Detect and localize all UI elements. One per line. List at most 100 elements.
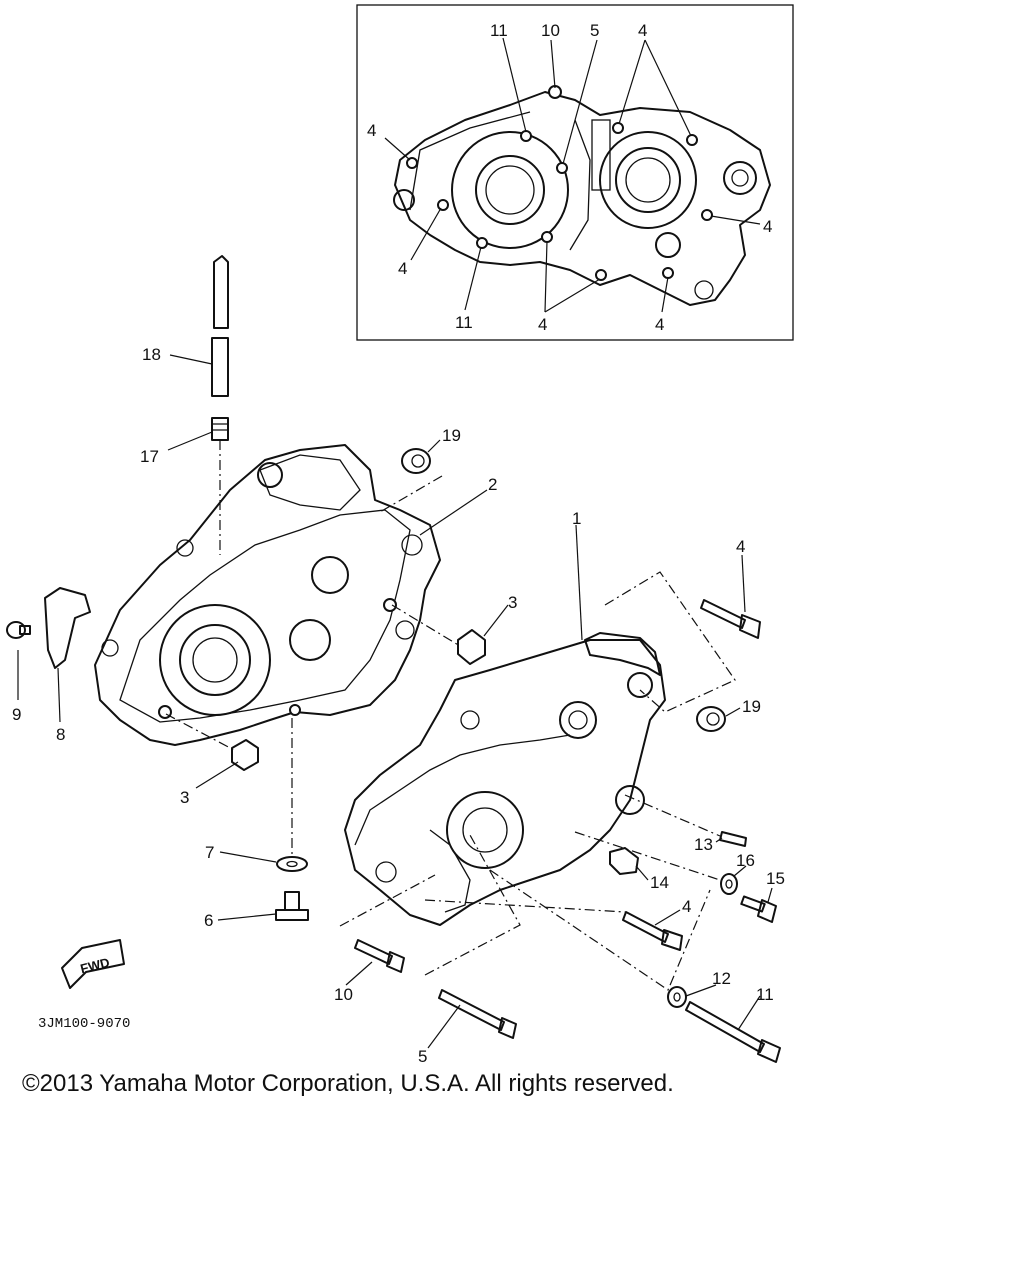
leader-14 xyxy=(635,865,649,881)
left-case-top-cavity xyxy=(259,454,361,511)
part-5-bolt xyxy=(424,834,521,1039)
bolt-10-shank xyxy=(354,939,393,965)
part-13-stud xyxy=(624,794,747,847)
bracket-body xyxy=(44,587,91,669)
right-case-outline xyxy=(344,639,666,926)
bolt-4-upper-boundary xyxy=(604,571,736,713)
bolt-9-head xyxy=(6,621,26,639)
left-case-dowel-3b xyxy=(383,598,397,612)
right-case-hole-top xyxy=(460,710,480,730)
inset-hole-4-left xyxy=(406,157,418,169)
leader-15 xyxy=(767,887,773,903)
left-case-drain-hole xyxy=(289,704,301,716)
right-case-crank-bore xyxy=(446,791,524,869)
leader-12 xyxy=(685,984,717,997)
inset-boss-lower xyxy=(655,232,681,258)
inset-label-4-bottom: 4 xyxy=(538,315,547,334)
leader-10 xyxy=(345,961,373,986)
block-14-body xyxy=(609,847,639,875)
inset-crank-bore-left xyxy=(451,131,569,249)
label-3b: 3 xyxy=(180,788,189,807)
right-case-boss-right xyxy=(615,785,645,815)
label-17: 17 xyxy=(140,447,159,466)
bolt-4-lower-head xyxy=(661,929,683,951)
dowel-lower-line xyxy=(165,713,235,751)
part-15-bolt xyxy=(740,895,777,923)
left-case-boss-top xyxy=(257,462,283,488)
part-10-bolt xyxy=(339,874,436,973)
leader-inset-4-bottom xyxy=(544,240,601,313)
seal-upper-inner xyxy=(411,454,425,468)
left-case-boss-upper xyxy=(311,556,349,594)
inset-crank-bore-right xyxy=(599,131,697,229)
copyright-notice: ©2013 Yamaha Motor Corporation, U.S.A. A… xyxy=(22,1070,674,1097)
inset-hole-4-right xyxy=(701,209,713,221)
washer-12-inner xyxy=(673,992,681,1002)
drawing-code: 3JM100-9070 xyxy=(38,1016,130,1032)
leader-17 xyxy=(167,431,213,451)
part-19-seal-upper xyxy=(379,448,443,513)
right-case-boss-top xyxy=(627,672,653,698)
part-19-seal-lower xyxy=(696,706,726,732)
label-18: 18 xyxy=(142,345,161,364)
part-11-bolt xyxy=(685,1001,781,1063)
inset-hole-4-lower xyxy=(662,267,674,279)
inset-label-5: 5 xyxy=(590,21,599,40)
main-labels: 18 17 19 2 1 4 3 9 8 3 19 7 6 13 16 15 1… xyxy=(12,345,785,1066)
label-9: 9 xyxy=(12,705,21,724)
inset-label-11a: 11 xyxy=(490,21,508,40)
seal-lower-inner xyxy=(706,712,720,726)
inset-hole-11b xyxy=(476,237,488,249)
leader-inset-4-right xyxy=(710,215,761,225)
left-case-hole-left xyxy=(101,639,119,657)
left-case-hole-right-low xyxy=(395,620,415,640)
inset-hole-4-lower-left xyxy=(437,199,449,211)
leader-19b xyxy=(725,707,741,717)
right-case-hole-left xyxy=(375,861,397,883)
bolt-10-line xyxy=(339,874,436,927)
washer-16-line xyxy=(574,831,721,881)
right-case-boss-upper xyxy=(559,701,597,739)
bolt-9-shank xyxy=(19,625,31,635)
seal-lower-outer xyxy=(696,706,726,732)
pipe-upper xyxy=(213,255,229,329)
leader-1 xyxy=(575,524,583,641)
left-case-hole-top-left xyxy=(176,539,194,557)
bolt-4-lower-shank xyxy=(622,911,669,943)
crankcase-left xyxy=(94,444,441,746)
leader-inset-11b xyxy=(464,246,482,311)
inset-hole-5 xyxy=(556,162,568,174)
inset-case-outline xyxy=(394,91,771,306)
bolt-4-lower-line xyxy=(424,899,626,913)
leader-5 xyxy=(427,1004,461,1049)
leader-13 xyxy=(715,837,723,843)
stud-13-body xyxy=(719,831,747,847)
leader-6 xyxy=(217,913,277,921)
part-7-washer xyxy=(276,718,308,872)
bolt-5-head xyxy=(498,1017,517,1039)
main-leaders xyxy=(17,354,773,1049)
inset-label-4-top: 4 xyxy=(638,21,647,40)
leader-8 xyxy=(57,667,61,723)
inset-hole-11a xyxy=(520,130,532,142)
label-12: 12 xyxy=(712,969,731,988)
bolt-4-upper-head xyxy=(739,614,761,639)
leader-7 xyxy=(219,851,277,863)
drain-bolt-thread xyxy=(284,891,300,911)
label-5: 5 xyxy=(418,1047,427,1066)
right-case-boss-upper-inner xyxy=(568,710,588,730)
label-19b: 19 xyxy=(742,697,761,716)
inset-gasket-edge xyxy=(409,111,531,211)
fitting-thread xyxy=(212,423,228,431)
inset-boss-right-inner xyxy=(731,169,749,187)
left-case-outline xyxy=(94,444,441,746)
leader-inset-5 xyxy=(562,39,598,165)
leader-inset-10 xyxy=(550,39,556,89)
leader-inset-11a xyxy=(502,37,527,133)
part-4-bolt-lower xyxy=(424,899,683,951)
leader-inset-4-lower-left xyxy=(410,207,442,261)
part-3-dowel-lower xyxy=(165,713,259,771)
inset-bearing-left-inner xyxy=(485,165,535,215)
pipe-lower xyxy=(211,337,229,397)
